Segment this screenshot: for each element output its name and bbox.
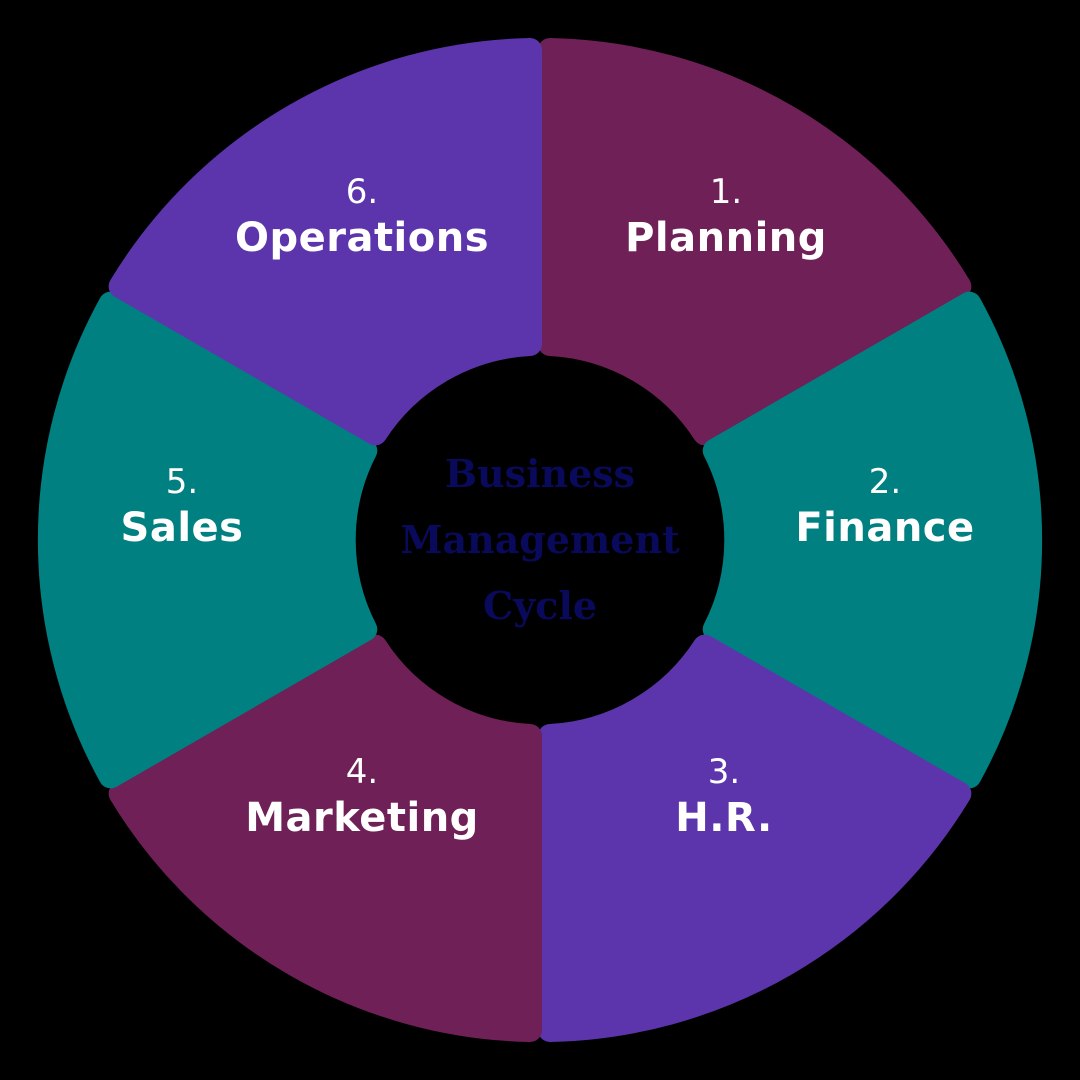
segment-name: H.R.	[675, 795, 773, 841]
center-title-line: Management	[400, 517, 680, 562]
segment-name: Operations	[234, 215, 490, 261]
segment-number: 6.	[345, 172, 379, 212]
segment-number: 1.	[709, 172, 743, 212]
segment-number: 4.	[345, 752, 379, 792]
segment-hr	[538, 634, 972, 1042]
segment-finance	[702, 291, 1043, 789]
segment-hr-label: 3. H.R.	[574, 752, 874, 844]
segment-name: Planning	[625, 215, 827, 261]
center-title-line: Business	[444, 451, 636, 496]
segment-name: Finance	[795, 505, 975, 551]
segment-planning-label: 1. Planning	[576, 172, 876, 264]
center-title: Business Management Cycle	[380, 441, 700, 639]
segment-sales	[37, 291, 378, 789]
segment-marketing-label: 4. Marketing	[212, 752, 512, 844]
segment-number: 2.	[868, 462, 902, 502]
segment-sales-label: 5. Sales	[32, 462, 332, 554]
segment-operations	[108, 38, 542, 446]
segment-operations-label: 6. Operations	[212, 172, 512, 264]
segment-number: 3.	[707, 752, 741, 792]
segment-name: Marketing	[245, 795, 479, 841]
segment-marketing	[108, 634, 542, 1042]
center-title-line: Cycle	[482, 583, 598, 628]
segment-name: Sales	[120, 505, 244, 551]
segment-finance-label: 2. Finance	[735, 462, 1035, 554]
segment-planning	[538, 38, 972, 446]
segment-number: 5.	[165, 462, 199, 502]
